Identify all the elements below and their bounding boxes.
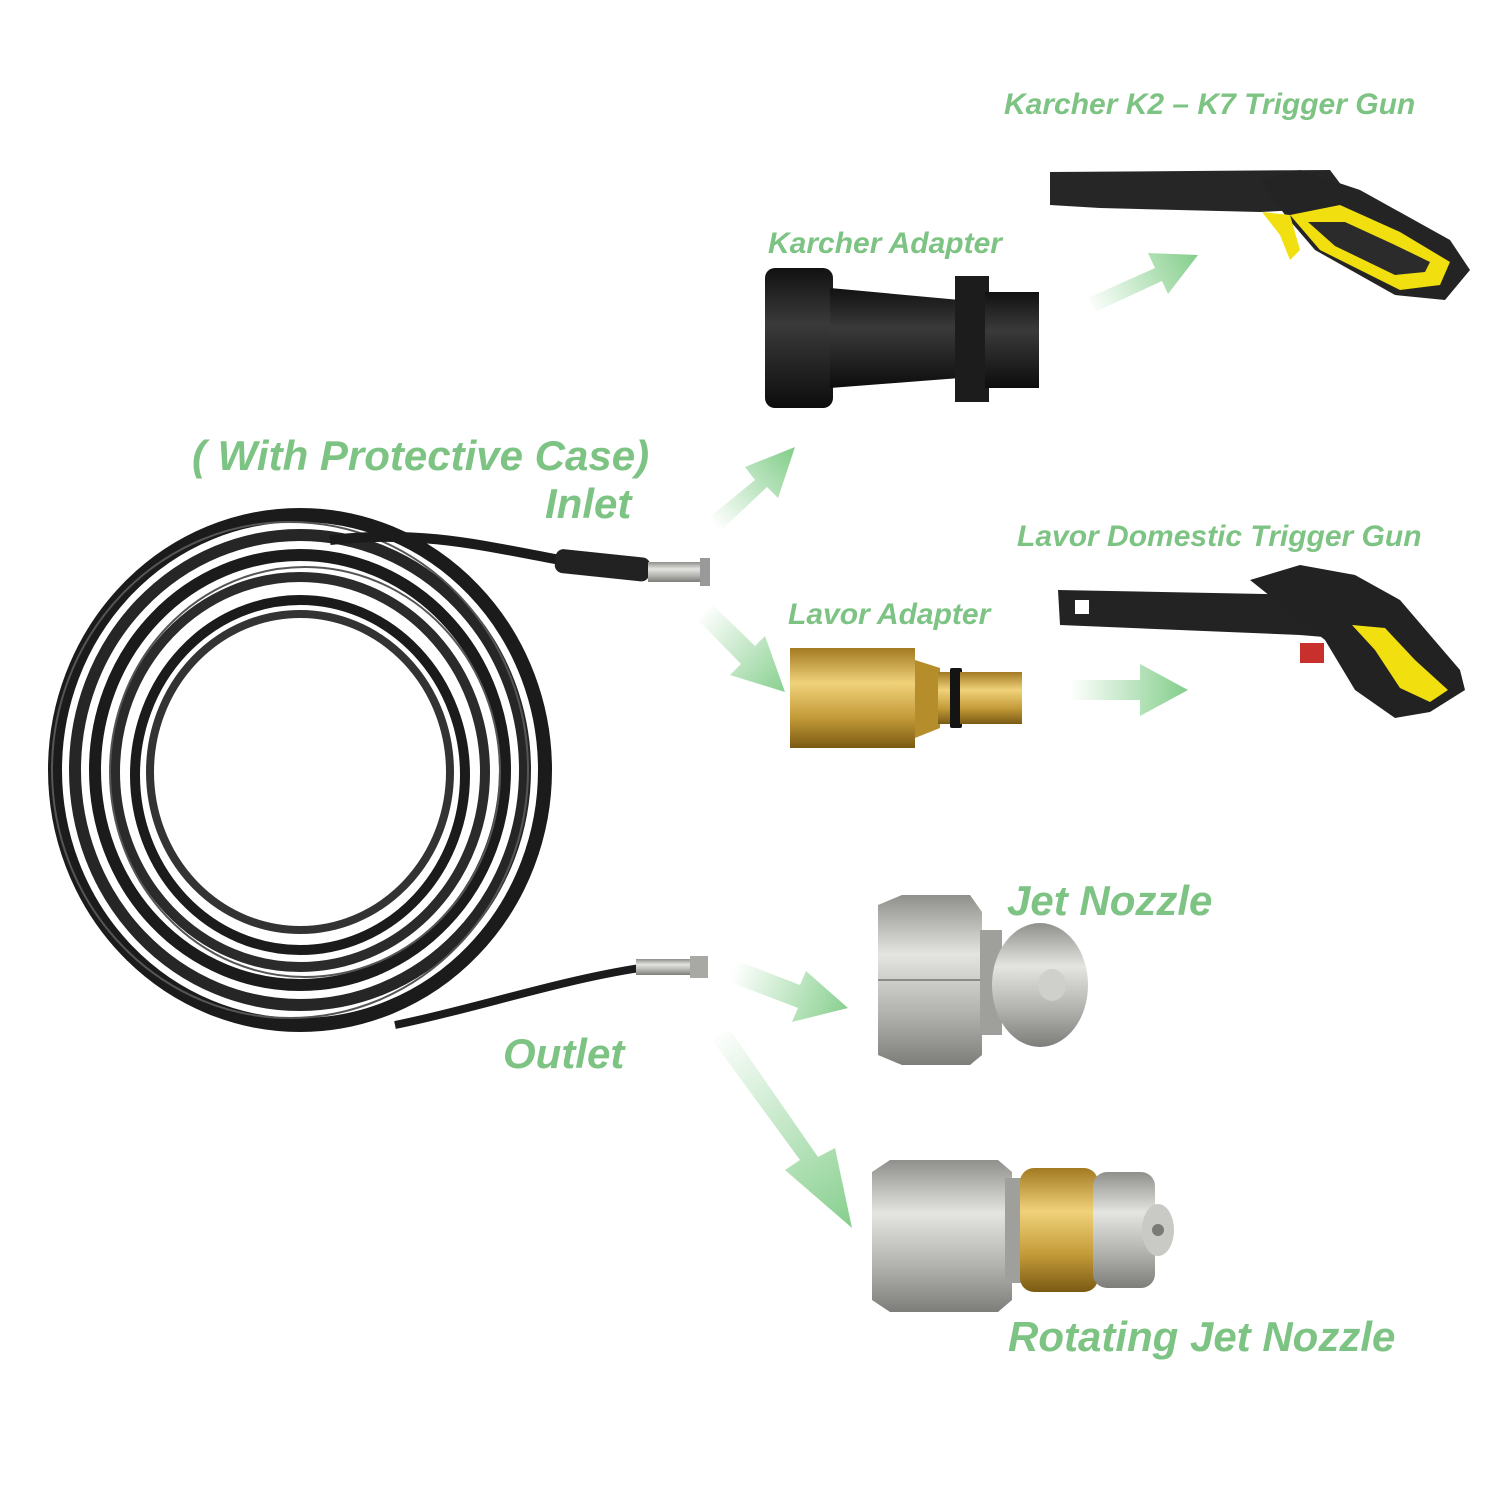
arrow-inlet-to-lavor-adapter xyxy=(698,604,785,692)
protective-case xyxy=(554,549,651,582)
lavor-gun-label: Lavor Domestic Trigger Gun xyxy=(1017,520,1422,553)
outlet-fitting-icon xyxy=(636,956,708,978)
lavor-brass-adapter-icon xyxy=(790,648,1022,748)
hose-coil-icon xyxy=(48,508,552,1032)
rotating-nozzle-label: Rotating Jet Nozzle xyxy=(1008,1313,1396,1360)
lavor-adapter-label: Lavor Adapter xyxy=(788,598,991,631)
inlet-fitting-icon xyxy=(648,558,710,586)
arrow-outlet-to-jet-nozzle xyxy=(730,960,848,1022)
jet-nozzle-icon xyxy=(878,895,1088,1065)
arrow-karcher-adapter-to-gun xyxy=(1088,253,1198,312)
arrow-lavor-adapter-to-gun xyxy=(1068,664,1188,716)
jet-nozzle-label: Jet Nozzle xyxy=(1007,877,1213,924)
lavor-trigger-gun-icon xyxy=(1058,565,1465,718)
inlet-case-label: ( With Protective Case) xyxy=(192,432,650,479)
hose-outlet-tail xyxy=(394,964,641,1029)
karcher-trigger-gun-icon xyxy=(1050,170,1470,300)
karcher-gun-label: Karcher K2 – K7 Trigger Gun xyxy=(1004,88,1416,121)
arrow-outlet-to-rotating-nozzle xyxy=(712,1030,852,1228)
arrow-inlet-to-karcher-adapter xyxy=(700,447,795,537)
karcher-adapter-label: Karcher Adapter xyxy=(768,227,1002,260)
hose-inlet-tail xyxy=(329,531,561,565)
inlet-label: Inlet xyxy=(545,480,632,527)
karcher-adapter-icon xyxy=(765,268,1039,408)
outlet-label: Outlet xyxy=(503,1030,625,1077)
rotating-jet-nozzle-icon xyxy=(872,1160,1174,1312)
